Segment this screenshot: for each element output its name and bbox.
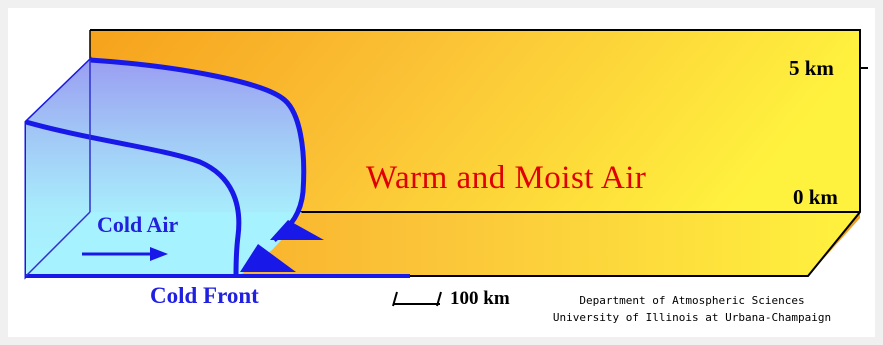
scale-bar-icon xyxy=(392,291,442,307)
warm-moist-air-label: Warm and Moist Air xyxy=(366,160,647,196)
credit-block: Department of Atmospheric Sciences Unive… xyxy=(536,292,848,326)
cold-floor-edge xyxy=(25,211,91,277)
height-5km-label: 5 km xyxy=(789,56,834,80)
height-0km-label: 0 km xyxy=(793,185,838,209)
cold-front-label: Cold Front xyxy=(150,283,259,308)
cold-front-inner-edge xyxy=(25,119,242,277)
cold-front-surface-edge xyxy=(89,57,307,242)
front-triangle-icon xyxy=(240,244,296,272)
credit-university: University of Illinois at Urbana-Champai… xyxy=(552,311,832,324)
scale-label: 100 km xyxy=(450,288,510,309)
cold-air-floor xyxy=(26,212,302,276)
front-triangle-icon xyxy=(270,220,324,240)
cold-air-label: Cold Air xyxy=(97,212,179,237)
cold-air-arrow-icon xyxy=(82,247,168,261)
credit-department: Department of Atmospheric Sciences xyxy=(579,294,805,307)
